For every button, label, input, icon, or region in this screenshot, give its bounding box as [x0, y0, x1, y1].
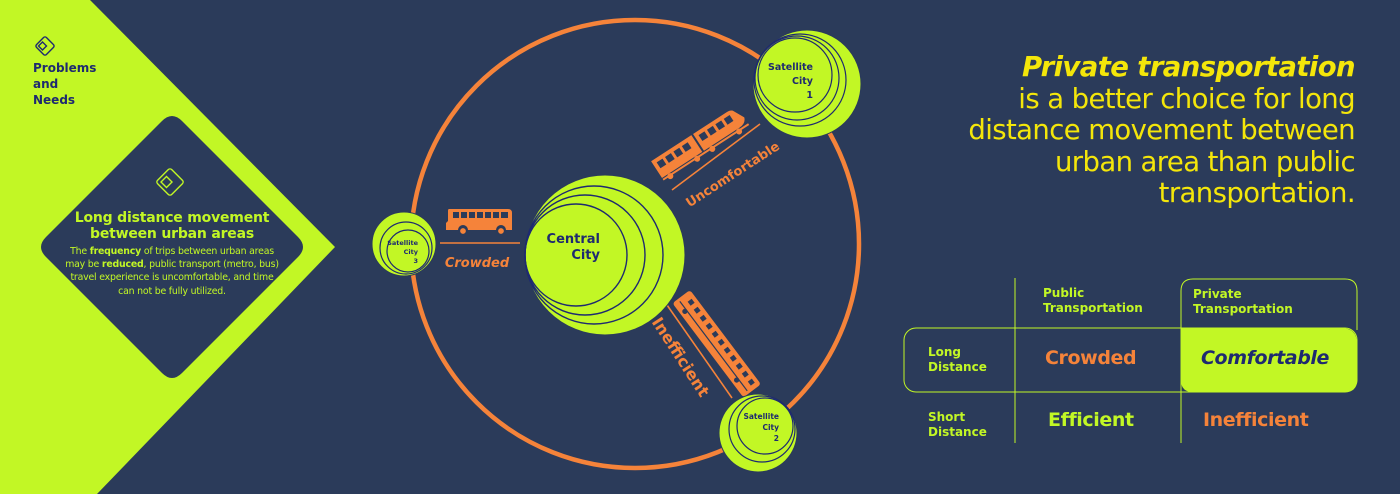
problem-card-body: The frequency of trips between urban are… [62, 245, 282, 298]
column-header-private: Private Transportation [1193, 287, 1293, 317]
headline-line-2: distance movement between [968, 114, 1355, 146]
row-header-long-line-1: Long [928, 345, 962, 359]
satellite-2-label-1: Satellite [743, 412, 779, 421]
problem-card-title-line-2: between urban areas [90, 226, 254, 242]
row-header-long-distance: Long Distance [928, 345, 987, 375]
problem-card: Long distance movement between urban are… [62, 210, 282, 298]
section-label: Problems and Needs [33, 60, 123, 108]
satellite-3-label-1: Satellite [387, 239, 418, 247]
headline-line-3: urban area than public [1054, 145, 1356, 178]
comfortable-cell-fill [1181, 328, 1357, 392]
row-header-short-line-1: Short [928, 410, 966, 424]
satellite-city-1-node: Satellite City 1 [752, 29, 862, 139]
satellite-2-label-2: City [762, 423, 779, 432]
body-text-3: , public transport (metro, bus) travel e… [70, 259, 279, 297]
central-city-label-2: City [571, 248, 600, 263]
metro-icon [673, 291, 760, 397]
link-label-crowded: Crowded [445, 256, 510, 271]
diamond-logo-icon [35, 36, 55, 56]
link-line-satellite-2 [666, 304, 733, 399]
comparison-table-frame [903, 278, 1358, 443]
section-label-line-2: and [33, 77, 59, 91]
problem-card-diamond [41, 116, 303, 378]
column-header-public-line-1: Public [1043, 286, 1085, 300]
bus-icon [446, 209, 512, 236]
cell-short-private: Inefficient [1203, 409, 1309, 431]
satellite-2-label-3: 2 [774, 434, 779, 443]
headline-line-1: is a better choice for long [1018, 82, 1355, 115]
headline-line-4: transportation. [1158, 177, 1356, 209]
central-city-label-1: Central [547, 232, 600, 247]
satellite-city-3-node: Satellite City 3 [371, 211, 437, 277]
column-header-public: Public Transportation [1043, 286, 1143, 316]
central-city-node: Central City [524, 174, 686, 336]
cell-short-public: Efficient [1048, 409, 1134, 431]
row-header-long-line-2: Distance [928, 360, 987, 374]
column-header-public-line-2: Transportation [1043, 301, 1143, 315]
headline-emphasis: Private transportation [1021, 51, 1356, 83]
private-column-highlight [1180, 278, 1358, 330]
problem-card-title-line-1: Long distance movement [74, 210, 270, 226]
satellite-1-label-1: Satellite [768, 62, 813, 73]
cell-long-private: Comfortable [1201, 347, 1329, 369]
train-icon [651, 110, 750, 181]
row-header-short-line-2: Distance [928, 425, 987, 439]
body-text-2: of trips between urban areas may be [65, 246, 274, 271]
card-logo-icon [156, 168, 184, 196]
body-emphasis-frequency: frequency [89, 246, 142, 257]
body-text-1: The [70, 246, 90, 257]
section-label-line-1: Problems [33, 61, 97, 75]
section-label-line-3: Needs [33, 93, 76, 107]
satellite-1-label-2: City [792, 76, 814, 87]
headline: Private transportation is a better choic… [885, 51, 1356, 210]
row-header-short-distance: Short Distance [928, 410, 987, 440]
body-emphasis-reduced: reduced [101, 259, 144, 271]
problem-card-title: Long distance movement between urban are… [62, 210, 282, 242]
column-header-private-line-1: Private [1193, 287, 1242, 301]
satellite-3-label-2: City [404, 248, 419, 256]
satellite-city-2-node: Satellite City 2 [718, 393, 798, 473]
satellite-1-label-3: 1 [806, 90, 813, 101]
satellite-3-label-3: 3 [413, 257, 418, 265]
cell-long-public: Crowded [1045, 347, 1137, 369]
column-header-private-line-2: Transportation [1193, 302, 1293, 316]
link-line-satellite-1 [671, 123, 761, 191]
